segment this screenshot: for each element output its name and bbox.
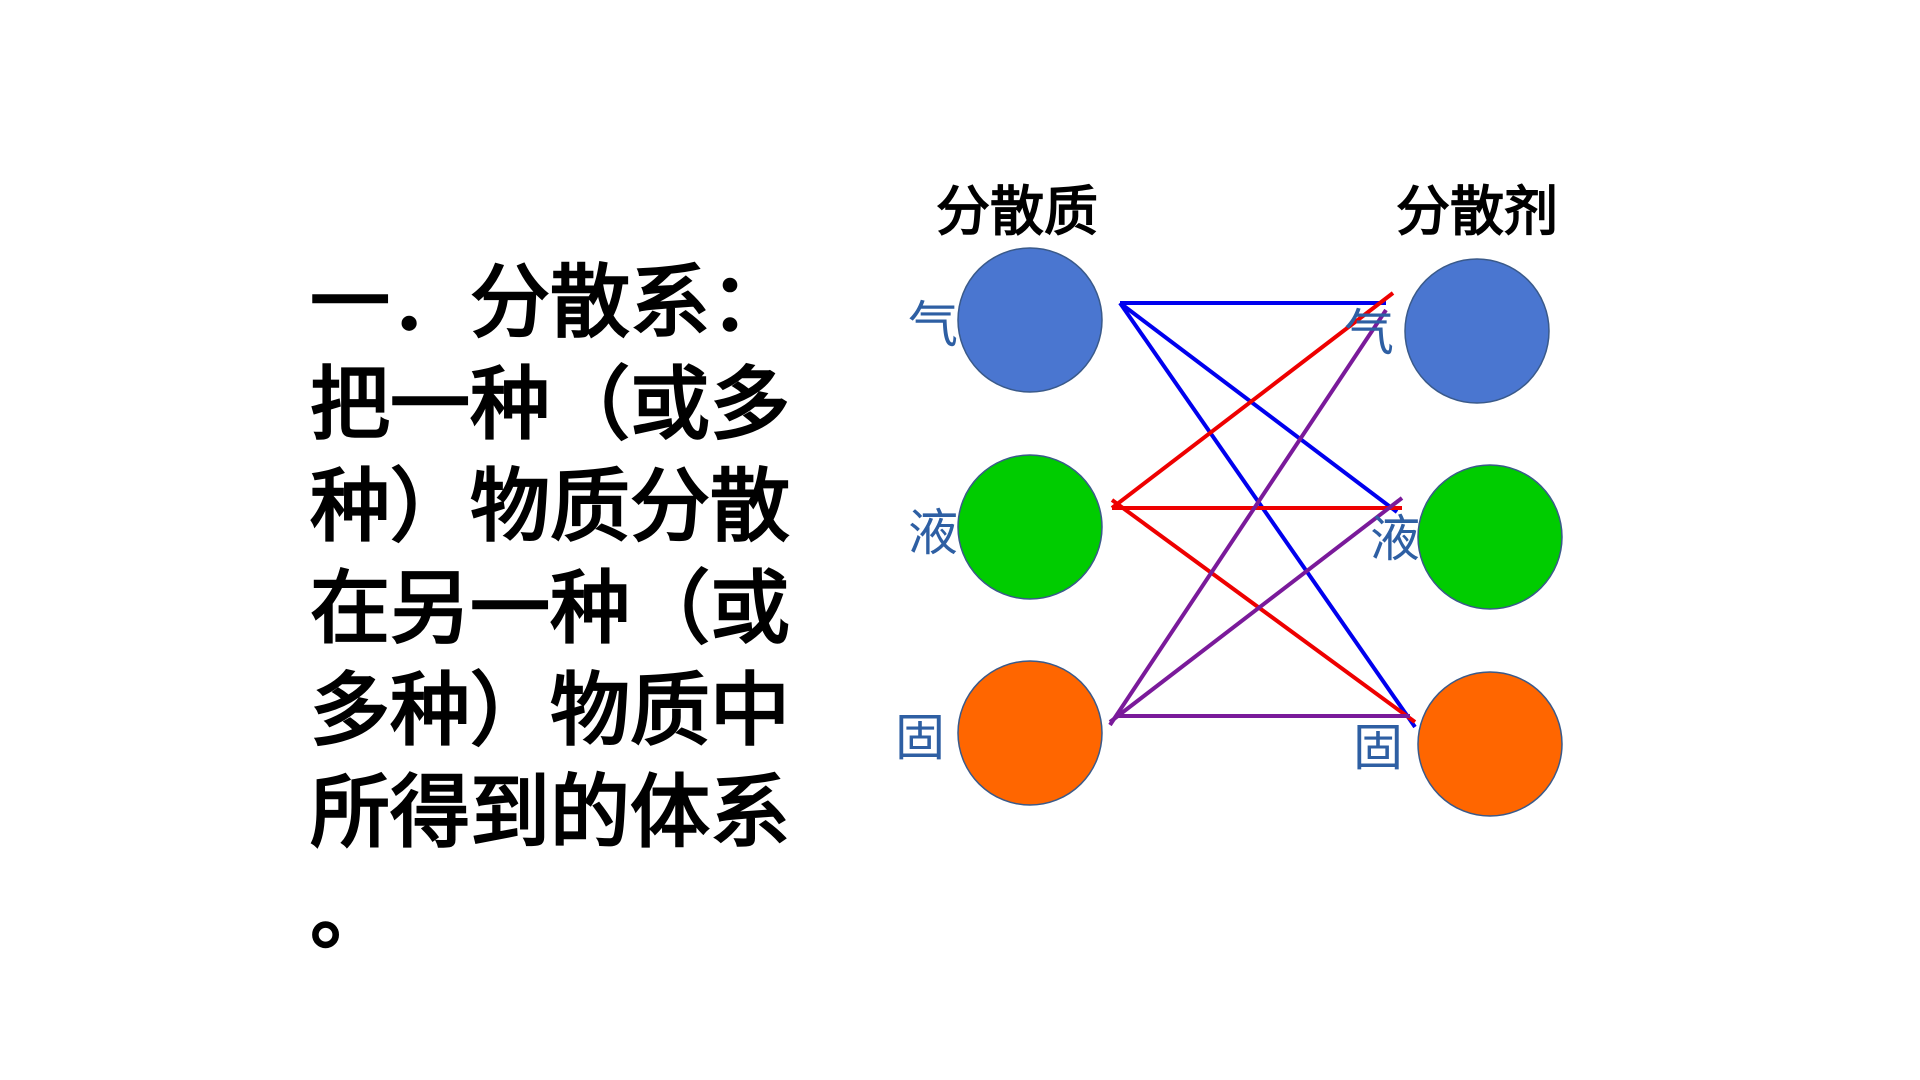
left-circle-liquid (957, 454, 1103, 600)
definition-line: 多种）物质中 (310, 664, 790, 757)
right-circle-gas (1404, 258, 1550, 404)
right-circle-solid (1417, 671, 1563, 817)
right-circle-liquid (1417, 464, 1563, 610)
definition-line: 种）物质分散 (310, 460, 790, 553)
connection-gas-to-liquid (1118, 301, 1399, 514)
right-label-gas: 气 (1344, 304, 1394, 362)
right-label-liquid: 液 (1370, 510, 1420, 568)
left-circle-solid (957, 660, 1103, 806)
definition-text: 一．分散系： 把一种（或多 种）物质分散 在另一种（或 多种）物质中 所得到的体… (310, 252, 850, 966)
definition-line: 所得到的体系 (310, 766, 790, 859)
definition-line: 在另一种（或 (310, 562, 790, 655)
definition-line: 把一种（或多 (310, 358, 790, 451)
left-label-liquid: 液 (908, 504, 958, 562)
right-label-solid: 固 (1353, 719, 1403, 777)
connection-liquid-to-gas (1110, 291, 1395, 510)
left-label-gas: 气 (908, 296, 958, 354)
definition-line: 。 (310, 868, 390, 961)
left-column-title: 分散质 (936, 180, 1098, 243)
connection-lines (1108, 291, 1417, 729)
connection-liquid-to-solid (1110, 498, 1417, 724)
definition-line: 一．分散系： (310, 256, 790, 349)
connection-gas-to-solid (1118, 301, 1417, 729)
connection-solid-to-gas (1108, 308, 1388, 727)
left-label-solid: 固 (895, 709, 945, 767)
left-circle-gas (957, 247, 1103, 393)
right-column-title: 分散剂 (1396, 180, 1558, 243)
connection-solid-to-liquid (1108, 496, 1404, 724)
